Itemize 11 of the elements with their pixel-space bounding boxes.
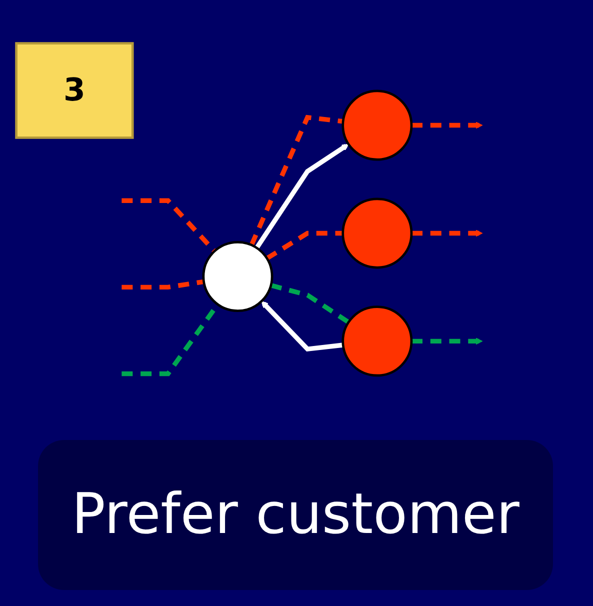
arrow: [261, 300, 344, 352]
number-badge: 3: [15, 42, 134, 139]
circle-node: [342, 89, 413, 160]
circle-node: [342, 305, 413, 376]
arrow: [411, 121, 483, 128]
arrow: [411, 229, 483, 236]
caption-text: Prefer customer: [72, 483, 520, 547]
arrow: [411, 337, 483, 344]
circle-node: [342, 197, 413, 268]
arrow: [254, 144, 349, 249]
circle-node: [202, 240, 274, 312]
